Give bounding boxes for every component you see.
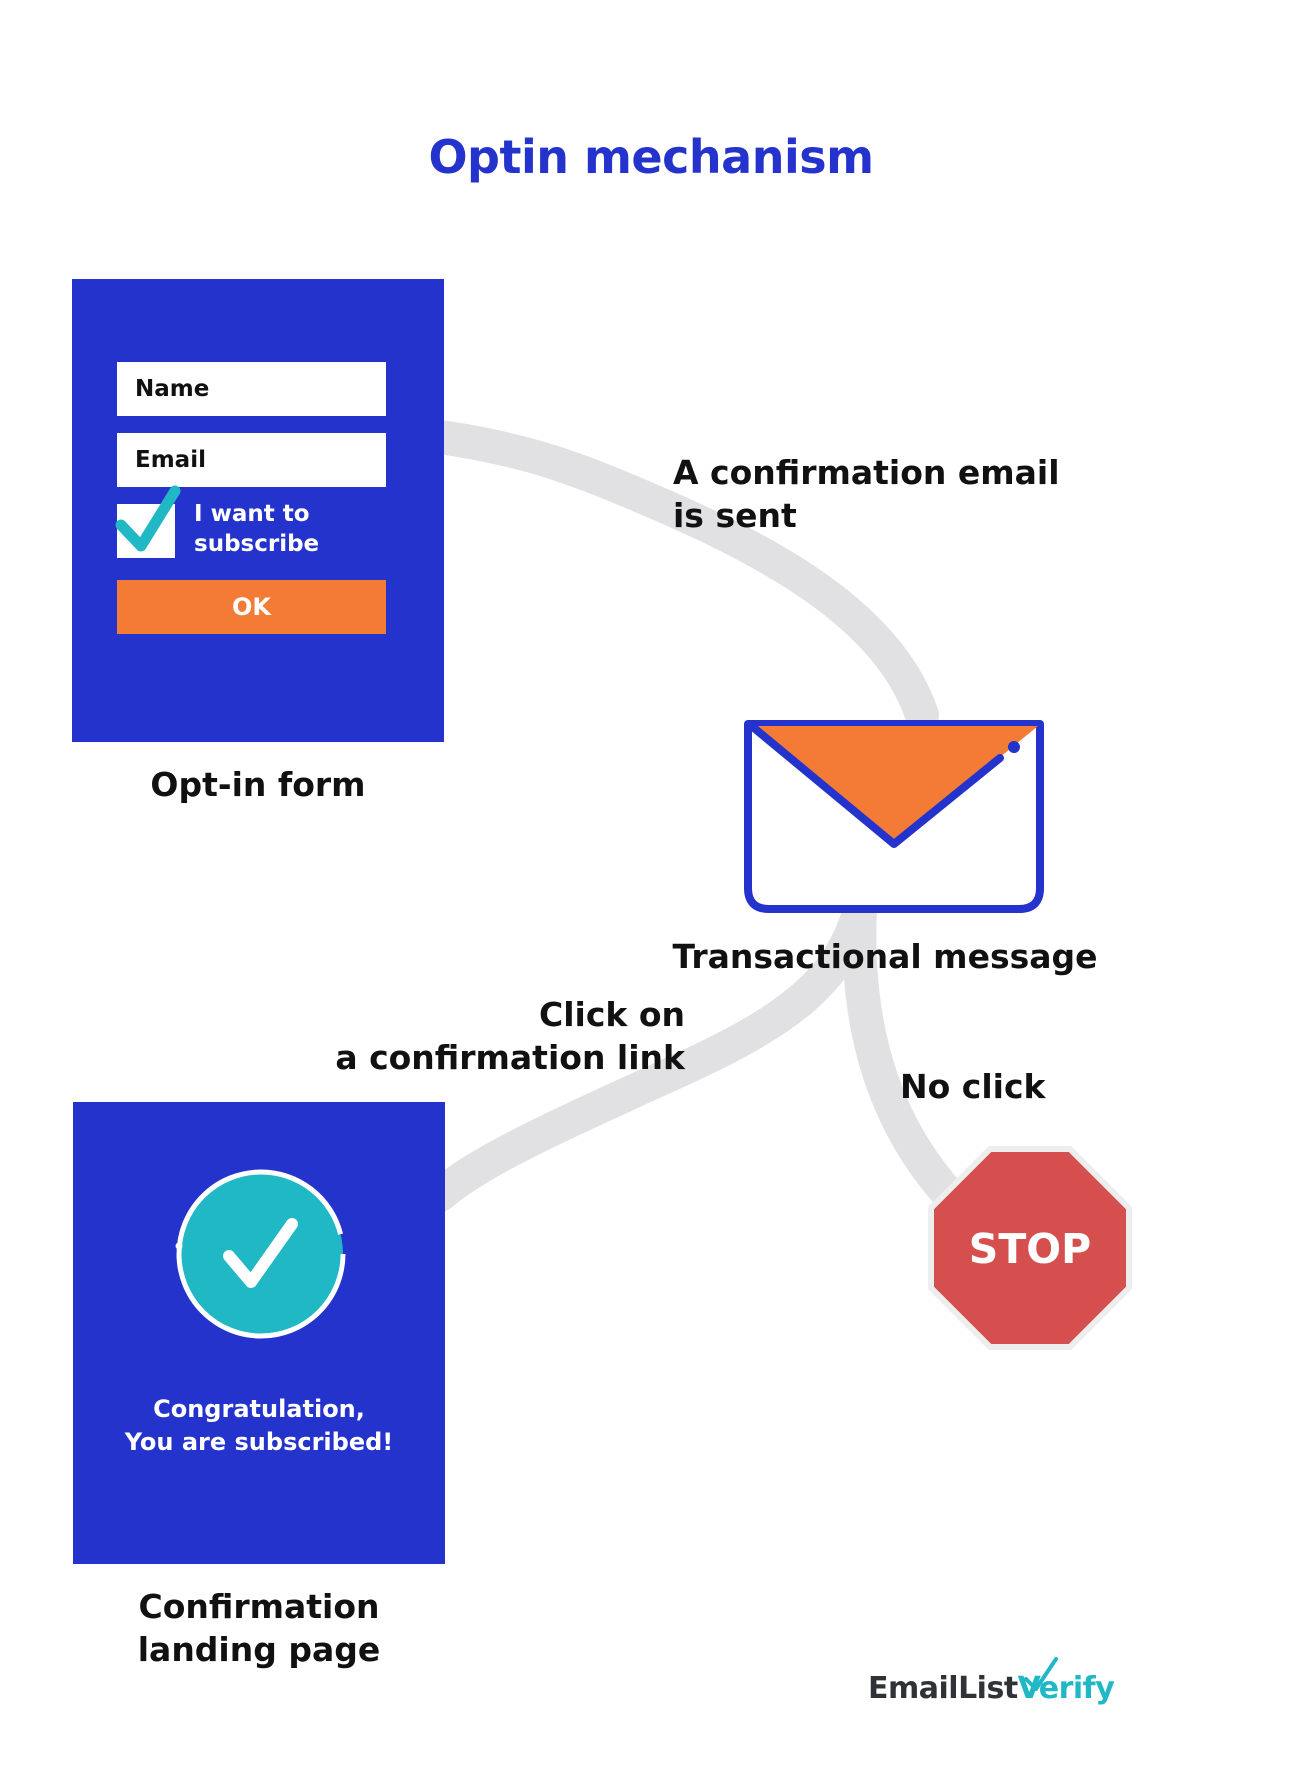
- congrats-message: Congratulation, You are subscribed!: [73, 1393, 445, 1459]
- edge-label-email-sent-line2: is sent: [673, 496, 797, 535]
- edge-label-email-sent: A confirmation email is sent: [673, 451, 1093, 537]
- subscribe-label-line2: subscribe: [194, 531, 320, 557]
- ok-button[interactable]: OK: [117, 580, 386, 634]
- checkmark-icon: [115, 485, 181, 552]
- logo-part1: EmailList: [868, 1671, 1018, 1706]
- path-form-to-envelope: [423, 420, 939, 732]
- edge-label-no-click: No click: [900, 1067, 1046, 1106]
- congrats-line2: You are subscribed!: [124, 1428, 394, 1456]
- logo-check-icon: [1024, 1657, 1058, 1691]
- page-title: Optin mechanism: [428, 130, 874, 184]
- path-envelope-to-landing: [423, 893, 877, 1212]
- stop-sign-icon: STOP: [928, 1146, 1132, 1350]
- name-field[interactable]: Name: [117, 362, 386, 416]
- transactional-caption: Transactional message: [672, 937, 1098, 976]
- edge-label-click-line2: a confirmation link: [335, 1038, 685, 1077]
- subscribe-label-line1: I want to: [194, 501, 310, 527]
- envelope-icon: [744, 720, 1044, 913]
- subscribe-label: I want to subscribe: [194, 499, 394, 559]
- landing-caption-line2: landing page: [137, 1630, 381, 1669]
- optin-form-panel: Name Email I want to subscribe OK: [72, 279, 444, 742]
- check-circle-icon: [175, 1169, 346, 1339]
- email-field[interactable]: Email: [117, 433, 386, 487]
- edge-label-email-sent-line1: A confirmation email: [673, 453, 1060, 492]
- landing-caption-line1: Confirmation: [138, 1587, 380, 1626]
- landing-page-caption: Confirmation landing page: [73, 1585, 445, 1671]
- brand-logo: EmailListVerify: [868, 1671, 1115, 1706]
- edge-label-click-line1: Click on: [538, 995, 685, 1034]
- congrats-line1: Congratulation,: [153, 1395, 365, 1423]
- stop-label: STOP: [969, 1225, 1091, 1273]
- optin-form-caption: Opt-in form: [150, 765, 366, 804]
- edge-label-click: Click on a confirmation link: [250, 993, 685, 1079]
- path-envelope-to-stop: [842, 893, 962, 1207]
- landing-page-panel: Congratulation, You are subscribed!: [73, 1102, 445, 1564]
